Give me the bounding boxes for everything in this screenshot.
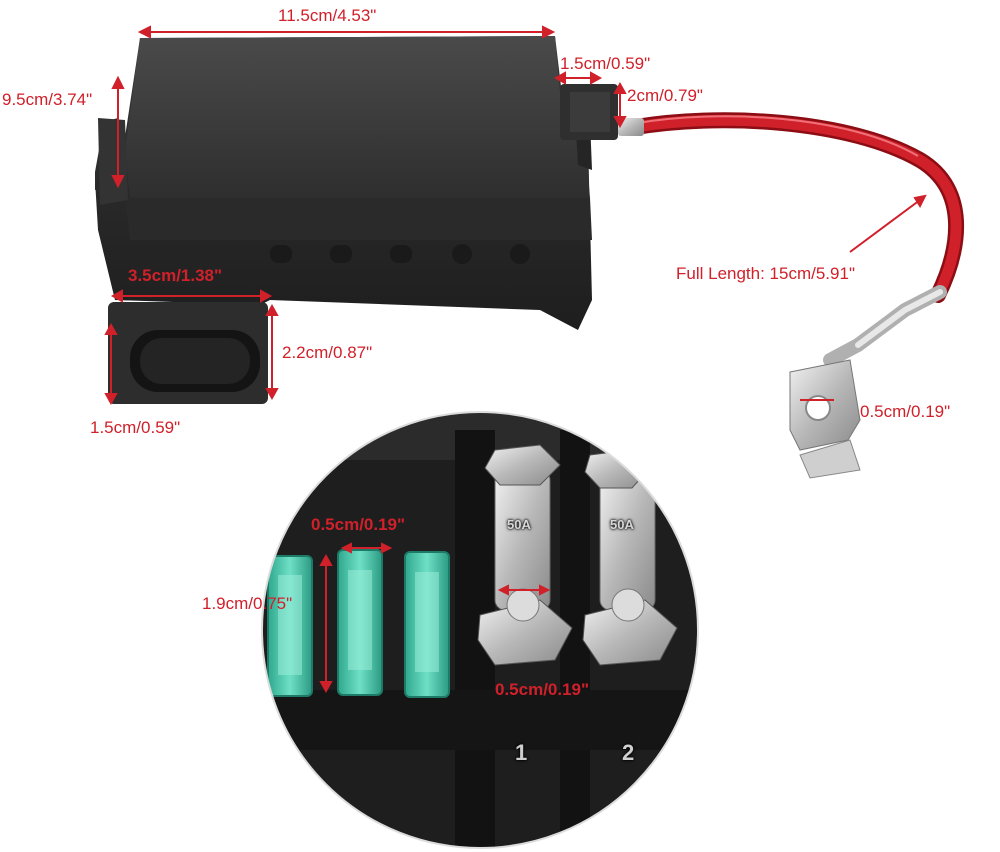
label-terminal-width: 0.5cm/0.19" bbox=[495, 680, 590, 699]
strip-fuse-1 bbox=[477, 444, 573, 666]
slot-number-2: 2 bbox=[622, 740, 635, 765]
dimension-lines bbox=[104, 25, 927, 694]
label-connector-out: 2cm/0.79" bbox=[627, 86, 703, 105]
label-height: 9.5cm/3.74" bbox=[2, 90, 93, 109]
label-fuse-height: 1.9cm/0.75" bbox=[202, 594, 293, 613]
slot-number-1: 1 bbox=[515, 740, 528, 765]
fuse-1 bbox=[267, 555, 313, 697]
fuse-rating-1: 50A bbox=[507, 517, 531, 532]
label-ring-hole: 0.5cm/0.19" bbox=[860, 402, 951, 421]
mounting-tabs bbox=[270, 244, 530, 264]
red-cable bbox=[618, 112, 964, 303]
side-connector bbox=[560, 84, 618, 140]
label-top-width: 11.5cm/4.53" bbox=[278, 6, 377, 25]
ring-terminal bbox=[789, 285, 947, 479]
label-plug-depth: 1.5cm/0.59" bbox=[90, 418, 181, 437]
label-right-depth: 1.5cm/0.59" bbox=[560, 54, 651, 73]
label-plug-width: 3.5cm/1.38" bbox=[128, 266, 223, 285]
fuse-3 bbox=[404, 551, 450, 698]
label-plug-height: 2.2cm/0.87" bbox=[282, 343, 373, 362]
fuse-2 bbox=[337, 549, 383, 696]
label-full-length: Full Length: 15cm/5.91" bbox=[676, 264, 855, 283]
fuse-rating-2: 50A bbox=[610, 517, 634, 532]
label-fuse-width: 0.5cm/0.19" bbox=[311, 515, 406, 534]
fuse-box-housing bbox=[95, 36, 592, 330]
detail-circle-border bbox=[261, 411, 699, 849]
plug-connector bbox=[108, 302, 268, 404]
detail-circle bbox=[262, 412, 698, 848]
